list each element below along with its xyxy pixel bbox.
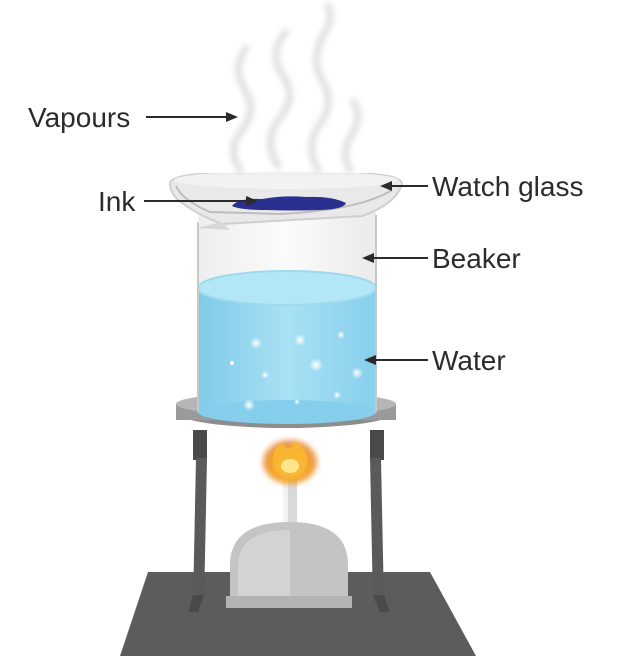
label-watch-glass: Watch glass <box>432 171 583 202</box>
vapour-wisps <box>230 2 361 174</box>
beaker <box>197 212 377 424</box>
bunsen-burner <box>226 478 352 608</box>
base-plate <box>120 572 476 656</box>
label-beaker: Beaker <box>432 243 521 274</box>
water-bubbles <box>230 331 363 411</box>
watch-glass <box>168 171 404 230</box>
ink-pool <box>232 196 346 211</box>
label-ink: Ink <box>98 186 136 217</box>
label-water: Water <box>432 345 506 376</box>
label-vapours: Vapours <box>28 102 130 133</box>
label-arrows <box>144 112 428 365</box>
flame <box>263 440 317 484</box>
